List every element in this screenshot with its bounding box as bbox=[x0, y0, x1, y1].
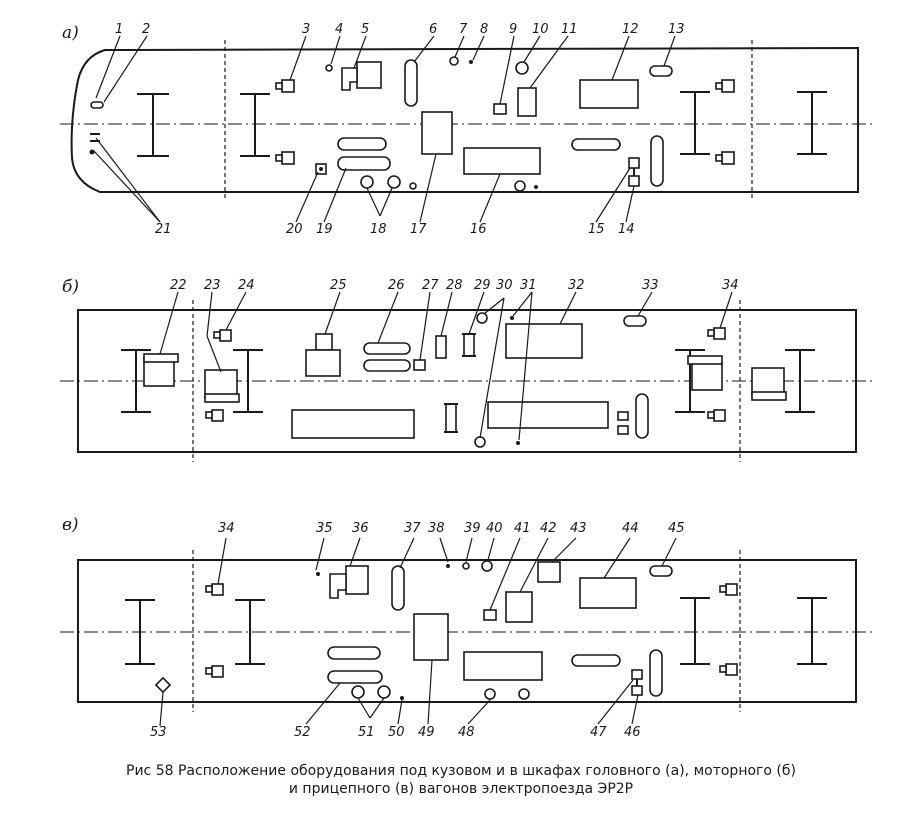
label-c-36: 36 bbox=[352, 521, 369, 536]
label-c-46: 46 bbox=[624, 725, 641, 740]
label-c-42: 42 bbox=[540, 521, 557, 536]
label-b-34: 34 bbox=[722, 278, 739, 293]
label-c-43: 43 bbox=[570, 521, 587, 536]
item-a-headlight-button bbox=[90, 101, 104, 109]
label-c-34: 34 bbox=[218, 521, 235, 536]
label-c-45: 45 bbox=[668, 521, 685, 536]
label-b-31: 31 bbox=[520, 278, 537, 293]
label-a-14: 14 bbox=[618, 222, 635, 237]
label-c-49: 49 bbox=[418, 725, 435, 740]
label-c-44: 44 bbox=[622, 521, 639, 536]
panel-c-letter: в) bbox=[62, 515, 79, 535]
label-a-6: 6 bbox=[429, 22, 437, 37]
item-a-box-5 bbox=[356, 61, 382, 89]
panel-c-trailer-car: в) bbox=[60, 515, 875, 740]
label-c-41: 41 bbox=[514, 521, 531, 536]
label-a-21: 21 bbox=[155, 222, 172, 237]
label-b-32: 32 bbox=[568, 278, 585, 293]
label-a-12: 12 bbox=[622, 22, 639, 37]
label-b-33: 33 bbox=[642, 278, 659, 293]
label-a-11: 11 bbox=[561, 22, 578, 37]
label-b-27: 27 bbox=[422, 278, 439, 293]
label-b-23: 23 bbox=[204, 278, 221, 293]
label-a-16: 16 bbox=[470, 222, 487, 237]
label-c-39: 39 bbox=[464, 521, 481, 536]
label-c-37: 37 bbox=[404, 521, 421, 536]
label-c-35: 35 bbox=[316, 521, 333, 536]
label-c-48: 48 bbox=[458, 725, 475, 740]
bogie-a-right bbox=[680, 91, 827, 155]
label-a-13: 13 bbox=[668, 22, 685, 37]
bogie-a-left bbox=[137, 93, 270, 157]
car-body-outline-a bbox=[70, 46, 859, 193]
label-b-26: 26 bbox=[388, 278, 405, 293]
label-a-19: 19 bbox=[316, 222, 333, 237]
label-a-9: 9 bbox=[509, 22, 517, 37]
label-a-4: 4 bbox=[335, 22, 343, 37]
label-a-2: 2 bbox=[142, 22, 150, 37]
label-c-50: 50 bbox=[388, 725, 405, 740]
panel-a-letter: а) bbox=[62, 23, 79, 43]
label-b-29: 29 bbox=[474, 278, 491, 293]
label-c-38: 38 bbox=[428, 521, 445, 536]
label-b-25: 25 bbox=[330, 278, 347, 293]
label-a-1: 1 bbox=[115, 22, 123, 37]
label-b-24: 24 bbox=[238, 278, 255, 293]
label-c-40: 40 bbox=[486, 521, 503, 536]
item-a-box-3 bbox=[281, 79, 295, 93]
label-a-8: 8 bbox=[480, 22, 488, 37]
label-b-28: 28 bbox=[446, 278, 463, 293]
label-c-51: 51 bbox=[358, 725, 375, 740]
label-c-53: 53 bbox=[150, 725, 167, 740]
label-b-30: 30 bbox=[496, 278, 513, 293]
figure-caption-line-1: Рис 58 Расположение оборудования под куз… bbox=[126, 763, 796, 779]
label-a-10: 10 bbox=[532, 22, 549, 37]
label-a-17: 17 bbox=[410, 222, 427, 237]
label-a-20: 20 bbox=[286, 222, 303, 237]
panel-b-letter: б) bbox=[62, 277, 79, 297]
label-a-18: 18 bbox=[370, 222, 387, 237]
label-a-15: 15 bbox=[588, 222, 605, 237]
panel-a-head-car: а) bbox=[60, 22, 875, 237]
label-a-7: 7 bbox=[459, 22, 468, 37]
figure-caption-line-2: и прицепного (в) вагонов электропоезда Э… bbox=[288, 781, 634, 797]
label-a-5: 5 bbox=[361, 22, 369, 37]
panel-b-motor-car: б) bbox=[60, 277, 875, 462]
label-a-3: 3 bbox=[302, 22, 310, 37]
label-c-52: 52 bbox=[294, 725, 311, 740]
label-b-22: 22 bbox=[170, 278, 187, 293]
label-c-47: 47 bbox=[590, 725, 607, 740]
